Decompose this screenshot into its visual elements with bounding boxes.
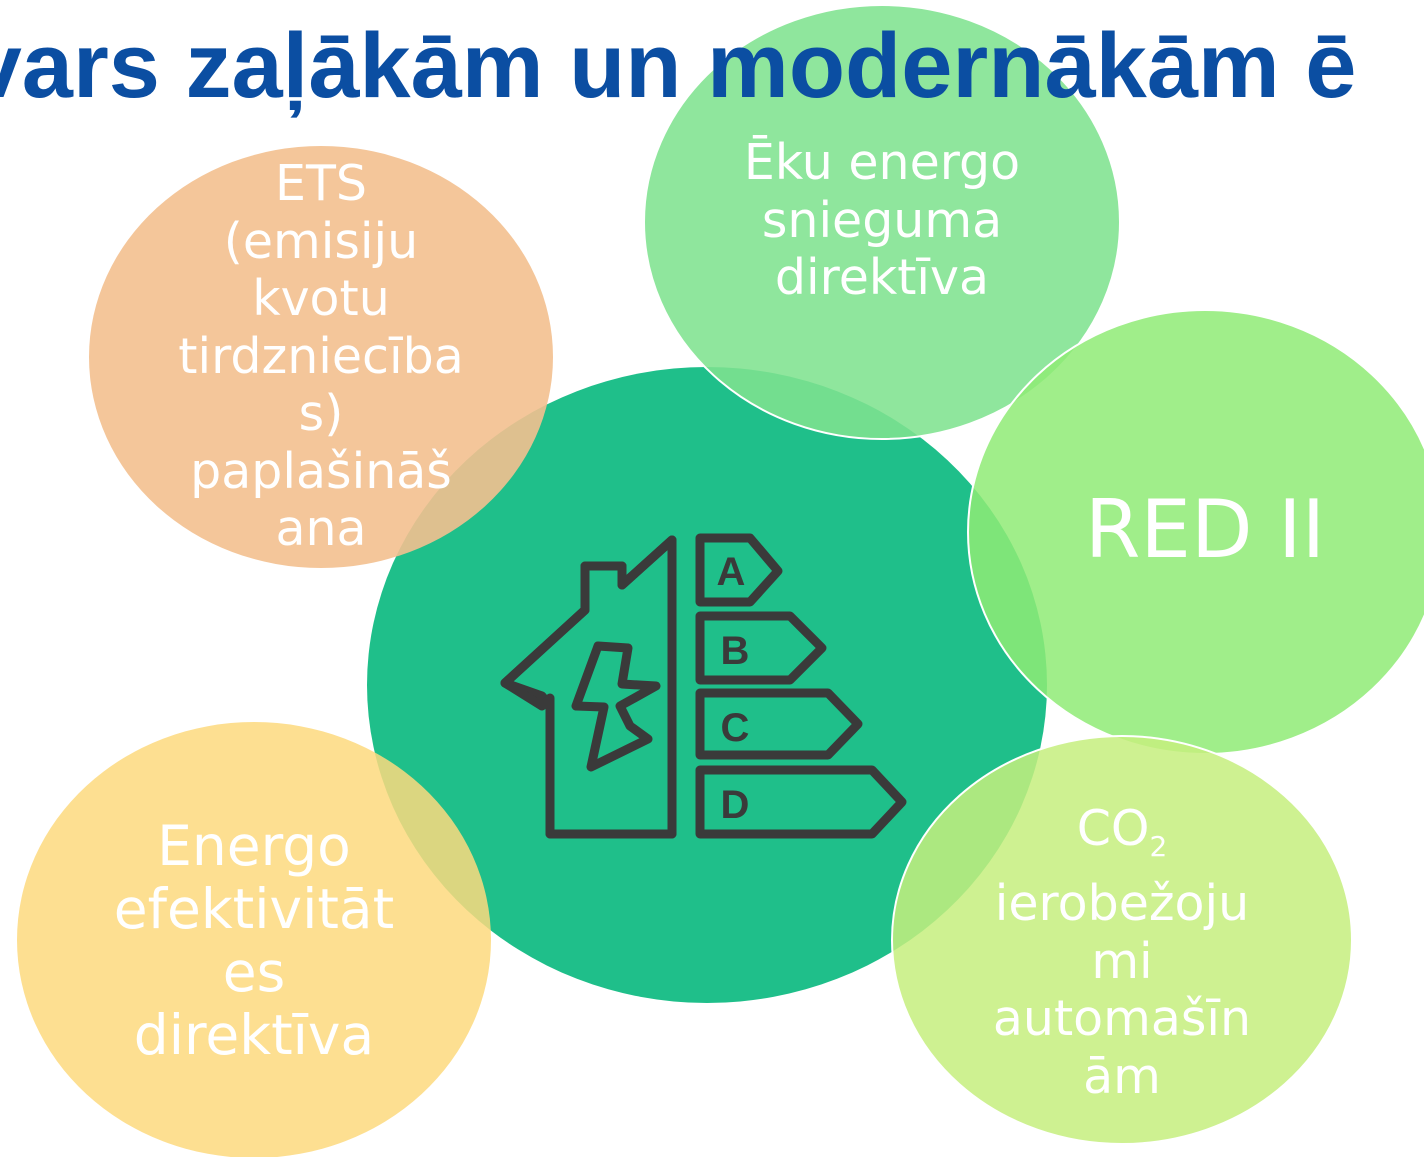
ets-line: ETS xyxy=(275,155,367,212)
co2-formula: CO2 xyxy=(972,800,1272,875)
co2-base: CO xyxy=(1076,800,1150,857)
house-outline xyxy=(500,535,677,839)
lightning-bolt xyxy=(571,641,661,772)
co2-line: mi xyxy=(1091,932,1153,990)
ets-line: paplašināš xyxy=(190,442,452,500)
ets-bubble xyxy=(89,146,553,568)
ets-line: s) xyxy=(298,385,344,442)
eku-line: direktīva xyxy=(774,249,990,306)
center-bubble xyxy=(367,367,1047,1003)
rating-label-b: B xyxy=(721,629,750,673)
energo-line: efektivitāt xyxy=(113,877,395,941)
rating-label-d: D xyxy=(721,783,750,827)
ets-line: (emisiju xyxy=(223,212,419,270)
eku-line: Ēku energo xyxy=(743,134,1021,191)
house-energy-rating-icon xyxy=(500,533,907,839)
rating-arrow-b xyxy=(695,611,827,685)
rating-arrow-c xyxy=(695,688,863,760)
energo-line: Energo xyxy=(157,814,351,878)
ets-line: kvotu xyxy=(252,270,390,327)
energo-line: es xyxy=(222,940,286,1004)
co2-bubble-text: CO2 ierobežoju mi automašīn ām xyxy=(972,800,1272,1105)
red-bubble-text: RED II xyxy=(1084,483,1326,576)
ets-line: tirdzniecība xyxy=(178,327,464,385)
co2-line: ām xyxy=(1083,1047,1161,1105)
energo-line: direktīva xyxy=(133,1003,375,1067)
eku-line: snieguma xyxy=(761,191,1003,249)
rating-arrow-a xyxy=(695,533,783,607)
page-title: tvars zaļākām un modernākām ē xyxy=(0,15,1357,117)
co2-line: ierobežoju xyxy=(994,875,1250,933)
energo-bubble-text: Energo efektivitāt es direktīva xyxy=(84,815,424,1067)
rating-arrow-d xyxy=(695,765,907,839)
co2-subscript: 2 xyxy=(1149,829,1168,863)
rating-label-a: A xyxy=(717,550,746,594)
energo-bubble xyxy=(17,722,491,1157)
ets-line: ana xyxy=(275,500,367,557)
co2-bubble xyxy=(891,735,1353,1145)
eku-bubble-text: Ēku energo snieguma direktīva xyxy=(702,134,1062,307)
co2-line: automašīn xyxy=(992,990,1252,1048)
ets-bubble-text: ETS (emisiju kvotu tirdzniecība s) papla… xyxy=(140,155,502,558)
eku-bubble xyxy=(643,4,1121,440)
rating-label-c: C xyxy=(721,706,750,750)
